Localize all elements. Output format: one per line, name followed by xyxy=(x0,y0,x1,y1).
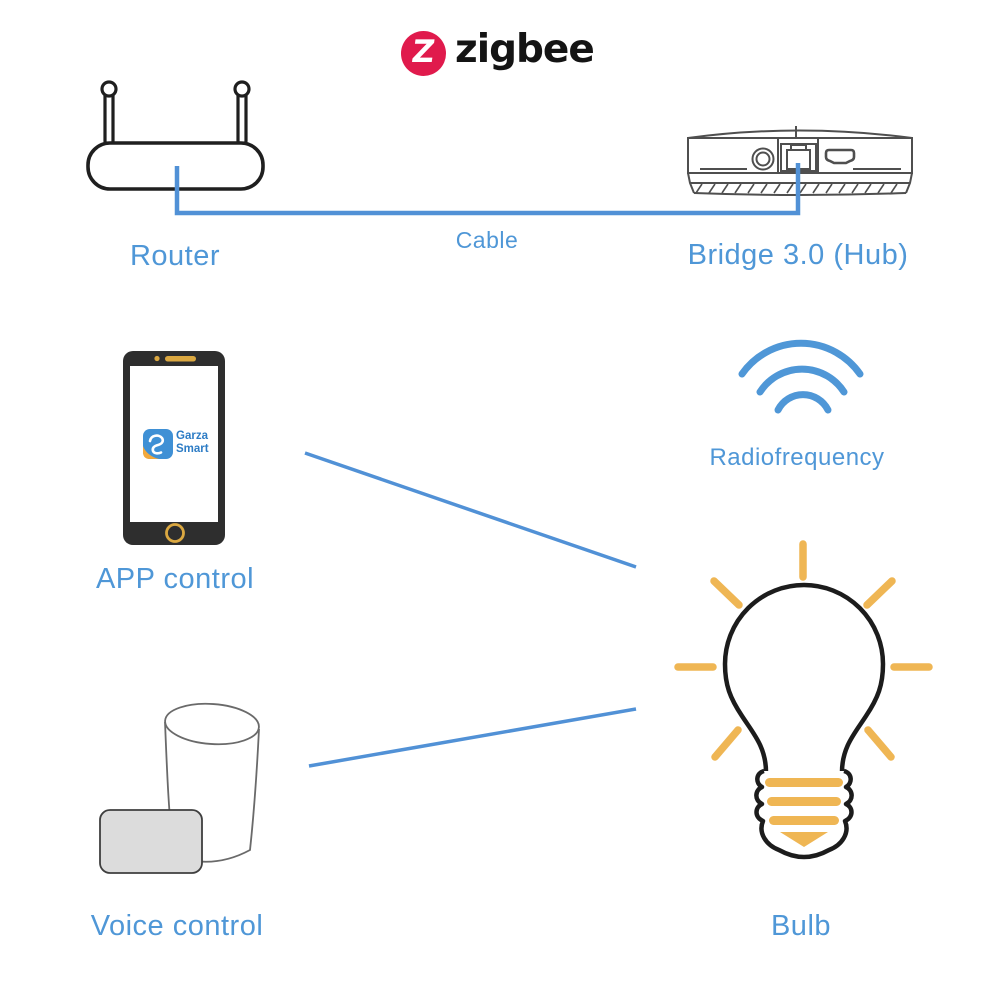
voice-connection-line xyxy=(308,707,637,768)
zigbee-wordmark: zigbee xyxy=(455,27,595,72)
speaker-top xyxy=(164,702,260,746)
app-name-text: Garza Smart xyxy=(176,430,209,456)
app-control-label: APP control xyxy=(95,563,255,595)
phone-speaker-icon xyxy=(165,356,196,362)
bridge-label: Bridge 3.0 (Hub) xyxy=(687,239,909,271)
router-antenna-left-tip xyxy=(100,80,118,98)
zigbee-logo-icon: Z xyxy=(401,31,446,76)
bulb-rays xyxy=(674,540,933,761)
router-label: Router xyxy=(129,240,221,272)
voice-control-label: Voice control xyxy=(90,910,264,942)
app-name-line1: Garza xyxy=(176,430,208,442)
power-port-inner xyxy=(755,151,771,167)
rf-wave-middle xyxy=(756,365,848,396)
bulb-glass xyxy=(722,582,886,773)
bulb-filament-stripes xyxy=(765,778,843,847)
app-logo-icon xyxy=(143,429,173,459)
ethernet-port-notch xyxy=(790,144,807,150)
power-port-icon xyxy=(751,147,775,171)
bulb-label: Bulb xyxy=(770,910,832,942)
router-antenna-right-tip xyxy=(233,80,251,98)
rf-wave-outer xyxy=(738,339,864,378)
rf-wave-inner xyxy=(774,391,832,414)
app-name-line2: Smart xyxy=(176,443,209,455)
radiofrequency-label: Radiofrequency xyxy=(709,444,885,471)
phone-camera-icon xyxy=(154,355,160,362)
phone-home-button[interactable] xyxy=(165,523,185,543)
bridge-dome xyxy=(687,129,913,139)
bulb-icon xyxy=(674,540,933,860)
cable-label: Cable xyxy=(455,227,519,253)
bulb-tip xyxy=(780,832,828,847)
app-connection-line xyxy=(304,451,637,569)
bulb-base xyxy=(754,768,854,860)
voice-speaker-icon xyxy=(99,702,260,874)
micro-usb-port-icon xyxy=(824,148,856,165)
radiofrequency-icon xyxy=(738,339,864,414)
bridge-hatch xyxy=(695,183,898,194)
cable-line xyxy=(174,163,801,216)
voice-pad-icon xyxy=(99,809,203,874)
phone-icon xyxy=(123,351,225,545)
